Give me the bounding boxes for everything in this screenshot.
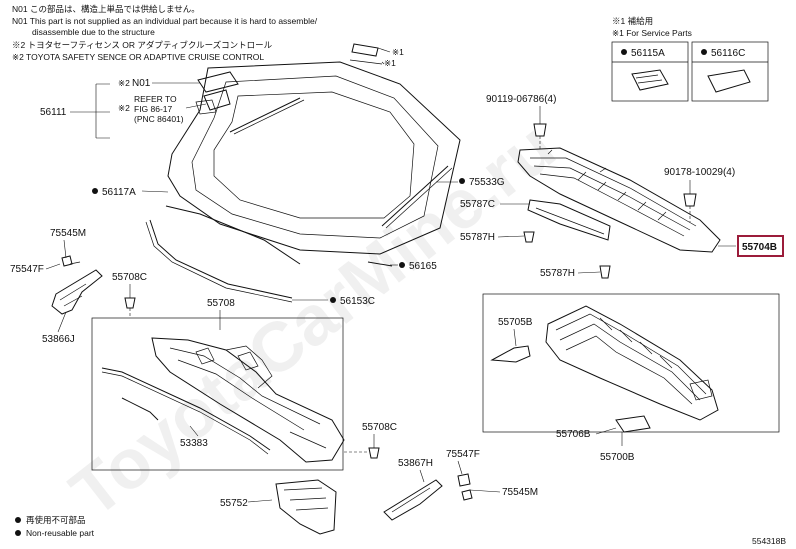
label-75547F-left: 75547F	[10, 264, 44, 275]
label-56153C: 56153C	[340, 296, 375, 307]
label-56165: 56165	[409, 261, 437, 272]
label-55705B: 55705B	[498, 317, 533, 328]
label-56116C: 56116C	[711, 48, 745, 59]
label-75545M-right: 75545M	[502, 487, 538, 498]
bracket-55705B	[490, 345, 531, 363]
bracket-55706B	[615, 415, 651, 433]
highlight-box-55704B	[737, 235, 784, 257]
seal-53867H	[383, 479, 443, 521]
clip-75547F-right	[457, 473, 471, 487]
label-75533G: 75533G	[469, 177, 505, 188]
label-55704B[interactable]: 55704B	[742, 242, 777, 253]
mark-2-b: ※2	[118, 103, 130, 113]
refer-line2: FIG 86-17	[134, 104, 173, 114]
non-reusable-dot-icon	[15, 517, 21, 523]
label-55752: 55752	[220, 498, 248, 509]
non-reusable-dot-icon	[701, 49, 707, 55]
part-56115A-illustration	[631, 69, 669, 91]
label-55787H-a: 55787H	[460, 232, 495, 243]
cowl-louver-55704B	[517, 147, 721, 253]
cowl-panel-55708	[151, 337, 345, 463]
non-reusable-dot-icon	[399, 262, 405, 268]
non-reusable-dot-icon	[621, 49, 627, 55]
label-55787C: 55787C	[460, 199, 495, 210]
label-56117A: 56117A	[102, 187, 136, 198]
non-reusable-dot-icon	[15, 530, 21, 536]
cowl-assembly-55700B	[545, 305, 719, 421]
label-53383: 53383	[180, 438, 208, 449]
group-box-55708	[91, 317, 344, 471]
label-75545M-left: 75545M	[50, 228, 86, 239]
label-56111: 56111	[40, 107, 67, 118]
seal-55787C	[527, 199, 611, 241]
note-n2-en: ※2 TOYOTA SAFETY SENCE OR ADAPTIVE CRUIS…	[12, 52, 264, 62]
cover-piece	[351, 43, 379, 57]
clip-55708C-top	[124, 297, 136, 309]
label-55706B: 55706B	[556, 429, 591, 440]
refer-line3: (PNC 86401)	[134, 114, 184, 124]
service-parts-box: ※1 補給用 ※1 For Service Parts 56115A 56116…	[611, 16, 769, 102]
legend: 再使用不可部品 Non-reusable part	[15, 515, 95, 538]
cover-55752	[275, 479, 337, 535]
left-labels: 56111 ※2 N01 ※2 REFER TO FIG 86-17 (PNC …	[10, 47, 404, 345]
part-56116C-illustration	[707, 69, 751, 93]
sensor-bracket	[197, 71, 239, 93]
seal-53866J	[51, 269, 103, 315]
note-n01-ja: N01 この部品は、構造上単品では供給しません。	[12, 4, 200, 14]
note-n01-en2: disassemble due to the structure	[32, 27, 155, 37]
clip-55787H-a	[523, 231, 535, 243]
label-55708: 55708	[207, 298, 235, 309]
mark-1-a: ※1	[392, 47, 404, 57]
seal-53383	[101, 367, 271, 451]
non-reusable-dot-icon	[92, 188, 98, 194]
label-55700B: 55700B	[600, 452, 635, 463]
service-cell-a	[611, 41, 689, 102]
note-n01-en1: N01 This part is not supplied as an indi…	[12, 16, 318, 26]
clip-75545M-left	[61, 255, 73, 267]
clip-55787H-b	[599, 265, 611, 279]
label-55787H-b: 55787H	[540, 268, 575, 279]
mark-1-b: ※1	[384, 58, 396, 68]
windshield-glass	[167, 43, 461, 255]
label-55708C-top: 55708C	[112, 272, 147, 283]
non-reusable-dot-icon	[459, 178, 465, 184]
label-75547F-right: 75547F	[446, 449, 480, 460]
moulding-75533G	[381, 165, 449, 227]
service-cell-b	[691, 41, 769, 102]
weatherstrip-56153C	[149, 219, 293, 299]
non-reusable-dot-icon	[330, 297, 336, 303]
group-box-55700B	[482, 293, 780, 433]
label-53867H: 53867H	[398, 458, 433, 469]
notes-block: N01 この部品は、構造上単品では供給しません。 N01 This part i…	[12, 4, 318, 62]
moulding-56117A	[165, 205, 301, 265]
service-title-ja: ※1 補給用	[612, 16, 653, 26]
refer-line1: REFER TO	[134, 94, 177, 104]
label-56115A: 56115A	[631, 48, 665, 59]
note-n2-ja: ※2 トヨタセーフティセンス OR アダプティブクルーズコントロール	[12, 40, 273, 50]
clip-75545M-right	[461, 489, 473, 501]
service-title-en: ※1 For Service Parts	[612, 28, 692, 38]
label-n01: N01	[132, 78, 151, 89]
label-90178: 90178-10029(4)	[664, 167, 735, 178]
label-53866J: 53866J	[42, 334, 75, 345]
watermark: ToyotaCarMine.ru	[56, 107, 569, 532]
label-90119: 90119-06786(4)	[486, 94, 556, 105]
mark-2-a: ※2	[118, 78, 130, 88]
legend-en: Non-reusable part	[26, 528, 95, 538]
clip-55708C-bottom	[368, 447, 380, 459]
bolt-90119-icon	[533, 123, 547, 137]
label-55708C-bottom: 55708C	[362, 422, 397, 433]
bolt-90178-icon	[683, 193, 697, 207]
legend-ja: 再使用不可部品	[26, 515, 86, 525]
figure-code: 554318B	[752, 536, 786, 546]
